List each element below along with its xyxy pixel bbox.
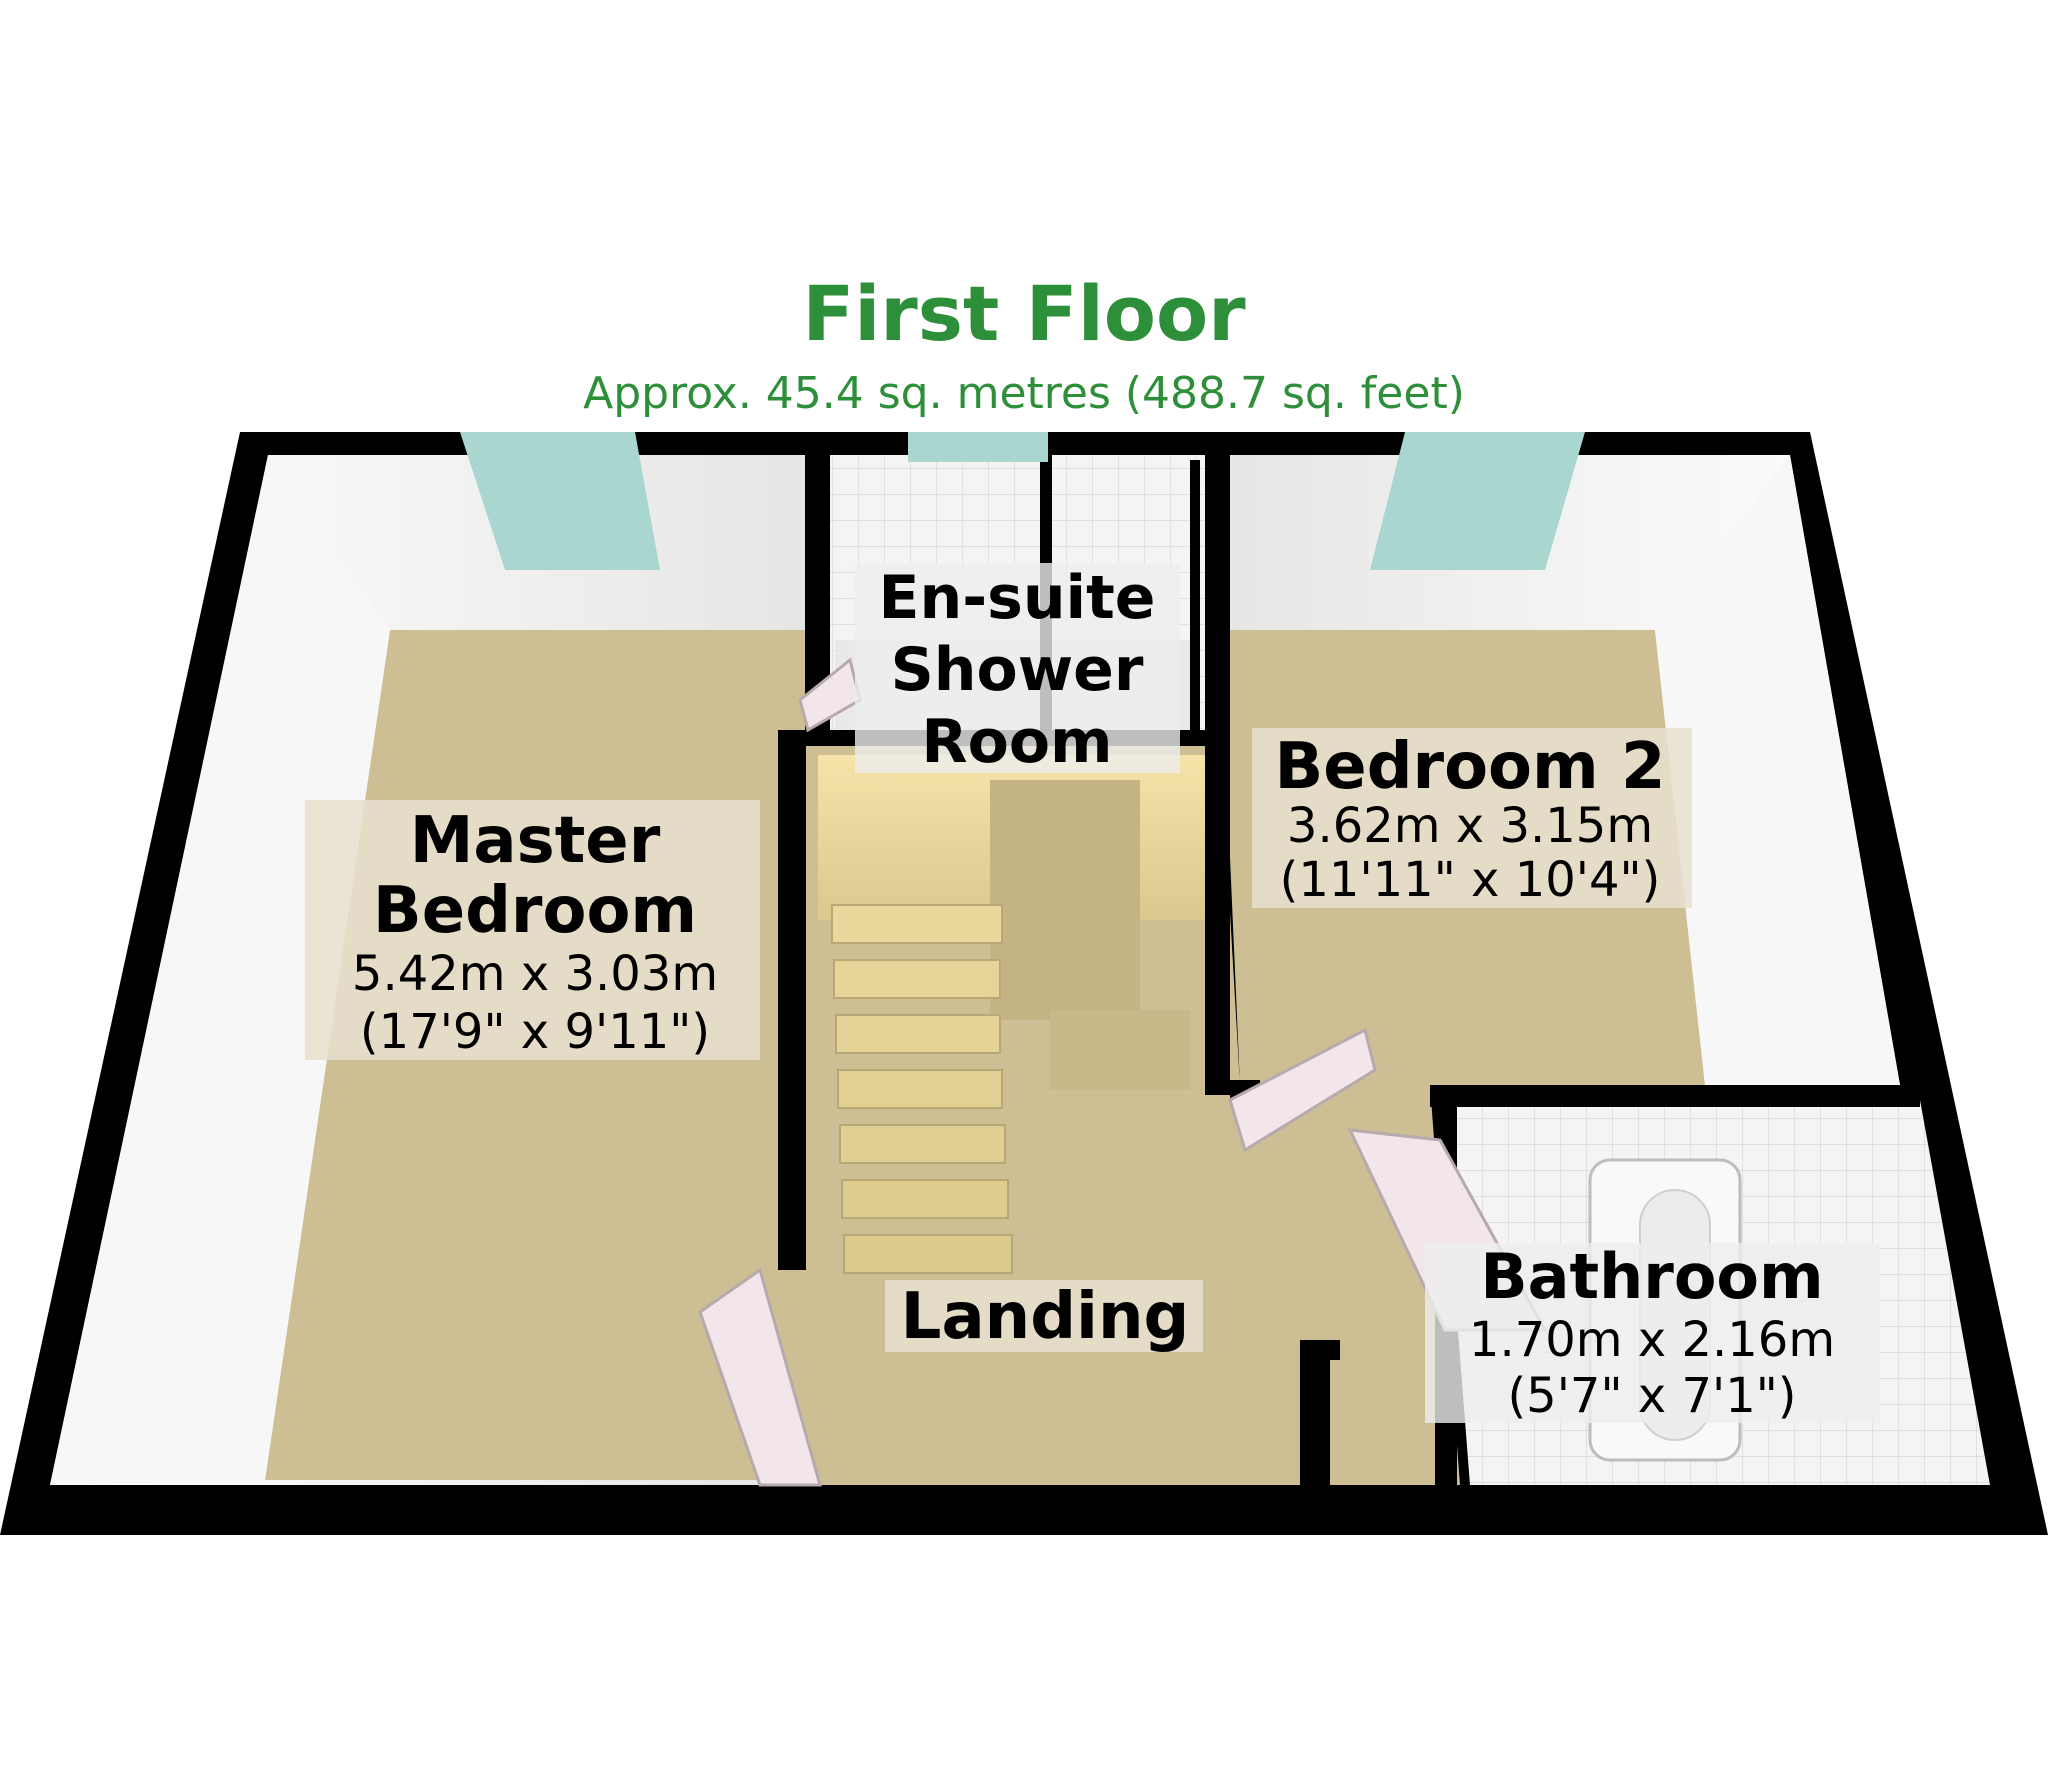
bathroom-name: Bathroom [1480, 1240, 1823, 1313]
label-bathroom: Bathroom 1.70m x 2.16m (5'7" x 7'1") [1425, 1240, 1880, 1424]
master-bedroom-metric: 5.42m x 3.03m [352, 946, 718, 1002]
floor-area: Approx. 45.4 sq. metres (488.7 sq. feet) [583, 368, 1465, 419]
bathroom-metric: 1.70m x 2.16m [1469, 1312, 1835, 1368]
bedroom-2-name: Bedroom 2 [1275, 730, 1666, 804]
bathroom-imperial: (5'7" x 7'1") [1507, 1368, 1796, 1424]
master-bedroom-name-line2: Bedroom [373, 874, 697, 948]
staircase [818, 755, 1228, 1274]
landing-name: Landing [901, 1280, 1190, 1354]
label-master-bedroom: Master Bedroom 5.42m x 3.03m (17'9" x 9'… [305, 800, 760, 1060]
master-bedroom-imperial: (17'9" x 9'11") [360, 1004, 710, 1060]
bedroom-2-metric: 3.62m x 3.15m [1287, 798, 1653, 854]
floor-title: First Floor [802, 269, 1246, 358]
label-landing: Landing [885, 1280, 1203, 1354]
master-bedroom-name-line1: Master [410, 804, 661, 878]
bedroom-2-imperial: (11'11" x 10'4") [1280, 852, 1661, 908]
back-windows [460, 432, 1585, 570]
ensuite-name-line1: En-suite [879, 563, 1156, 633]
ensuite-name-line2: Shower [891, 635, 1144, 705]
ensuite-name-line3: Room [921, 707, 1112, 777]
label-bedroom-2: Bedroom 2 3.62m x 3.15m (11'11" x 10'4") [1252, 728, 1692, 908]
label-ensuite: En-suite Shower Room [855, 563, 1180, 777]
